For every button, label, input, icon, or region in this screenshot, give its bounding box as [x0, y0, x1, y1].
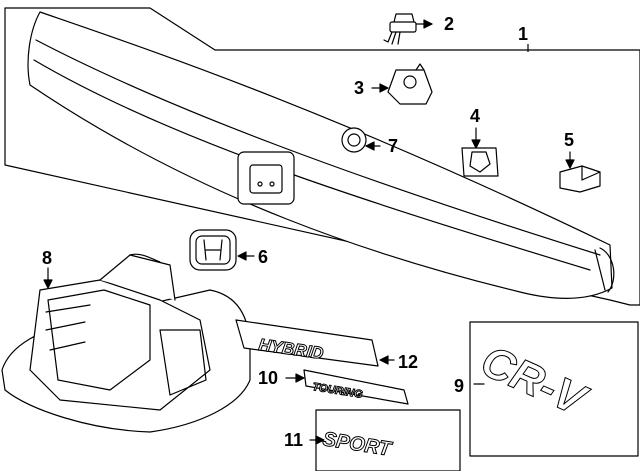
callout-5: 5: [564, 130, 574, 150]
callout-12: 12: [398, 352, 418, 372]
callout-6: 6: [258, 247, 268, 267]
stopper-part: [559, 151, 601, 193]
callout-2: 2: [444, 14, 454, 34]
touring-emblem-part: [285, 369, 409, 405]
callout-9: 9: [454, 376, 464, 396]
ring-part: [341, 127, 381, 153]
h-emblem-part: [189, 229, 255, 271]
crv-box: [469, 321, 639, 457]
callout-11: 11: [284, 430, 303, 450]
callout-8: 8: [42, 248, 52, 268]
callout-7: 7: [388, 136, 398, 156]
license-light-part: [1, 253, 251, 433]
callout-1: 1: [518, 24, 528, 44]
hybrid-emblem-part: [235, 319, 395, 367]
callout-3: 3: [354, 78, 364, 98]
pad-part: [461, 127, 499, 177]
sport-box: [315, 409, 461, 471]
assembly-frame: [4, 7, 640, 306]
tailgate-garnish: [27, 11, 615, 299]
callout-10: 10: [258, 368, 278, 388]
grommet-part: [371, 63, 433, 105]
callout-4: 4: [470, 106, 480, 126]
clip-part: [383, 13, 433, 45]
